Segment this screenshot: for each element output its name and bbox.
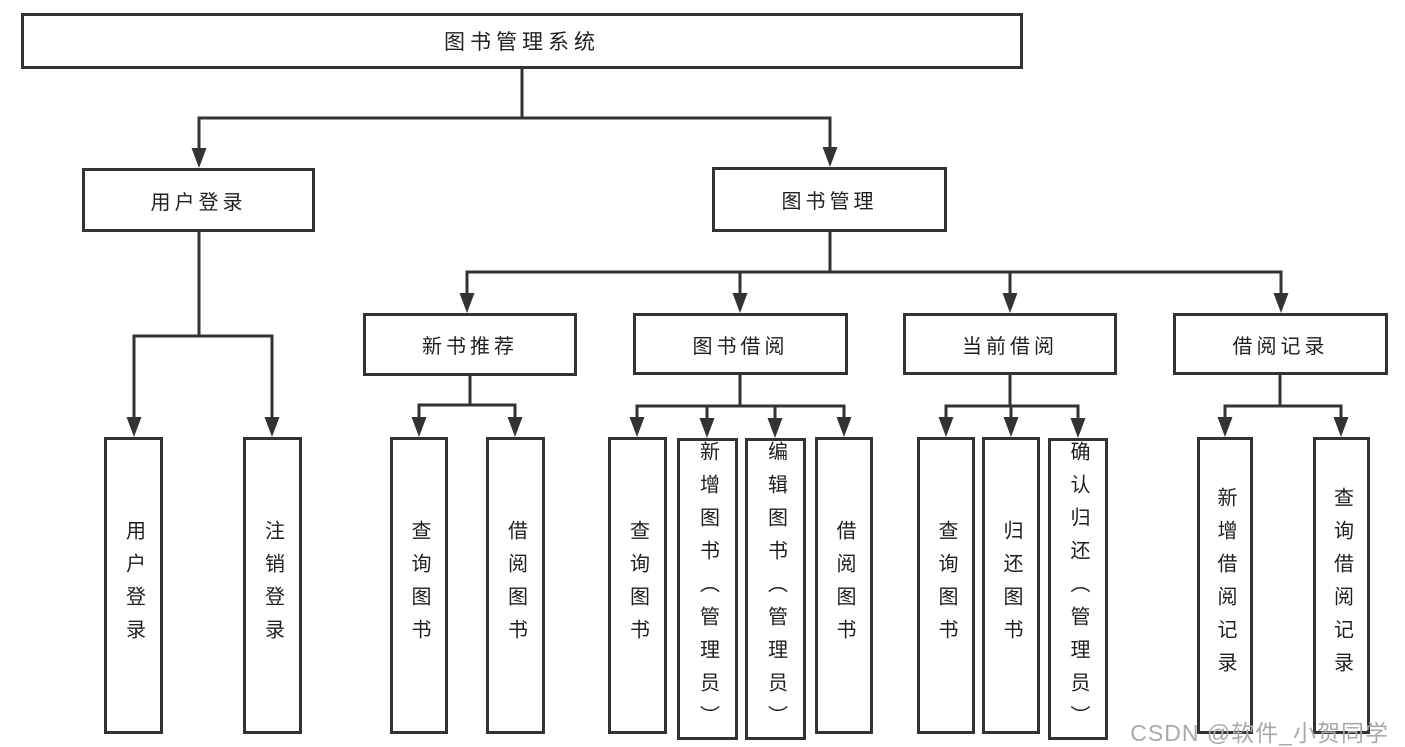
- connector-book-mgmt: [465, 232, 1283, 295]
- node-book-borrowing-label: 图书借阅: [692, 335, 789, 358]
- leaf-query-books-2-label: 查询图书: [626, 519, 649, 652]
- node-root-label: 图书管理系统: [444, 31, 600, 54]
- connector-book-borrow: [635, 375, 846, 420]
- leaf-query-books-1-label: 查询图书: [408, 519, 430, 652]
- leaf-edit-books-admin-label: 编辑图书（管理员）: [764, 441, 787, 738]
- leaf-query-books-3: 查询图书: [917, 437, 975, 734]
- node-book-management-label: 图书管理: [781, 191, 878, 213]
- leaf-query-borrow-record-label: 查询借阅记录: [1330, 486, 1353, 685]
- leaf-query-books-3-label: 查询图书: [935, 519, 957, 652]
- leaf-add-borrow-record: 新增借阅记录: [1197, 437, 1253, 734]
- leaf-borrow-books-1-label: 借阅图书: [504, 519, 527, 652]
- node-user-login-label: 用户登录: [150, 191, 247, 214]
- connector-borrow-record: [1223, 375, 1343, 419]
- connector-new-book: [417, 376, 517, 419]
- connector-current-borrow: [944, 375, 1080, 420]
- csdn-watermark: CSDN @软件_小贺同学: [1130, 720, 1389, 746]
- leaf-user-login-label: 用户登录: [122, 519, 145, 652]
- node-borrow-records-label: 借阅记录: [1232, 335, 1329, 358]
- leaf-edit-books-admin: 编辑图书（管理员）: [745, 438, 806, 740]
- node-new-book-recommend-label: 新书推荐: [422, 336, 518, 358]
- leaf-add-borrow-record-label: 新增借阅记录: [1214, 486, 1236, 685]
- node-book-borrowing: 图书借阅: [633, 313, 848, 375]
- node-current-borrowing: 当前借阅: [903, 313, 1117, 375]
- leaf-logout-label: 注销登录: [261, 519, 284, 652]
- leaf-add-books-admin-label: 新增图书（管理员）: [696, 441, 719, 738]
- leaf-borrow-books-2-label: 借阅图书: [833, 519, 855, 652]
- node-user-login: 用户登录: [82, 168, 315, 232]
- leaf-add-books-admin: 新增图书（管理员）: [677, 438, 738, 740]
- leaf-query-borrow-record: 查询借阅记录: [1313, 437, 1370, 734]
- leaf-return-books-label: 归还图书: [1000, 519, 1022, 652]
- node-book-management: 图书管理: [712, 167, 947, 232]
- leaf-query-books-2: 查询图书: [608, 437, 667, 734]
- leaf-logout: 注销登录: [243, 437, 302, 734]
- leaf-confirm-return-admin: 确认归还（管理员）: [1048, 438, 1108, 740]
- node-new-book-recommend: 新书推荐: [363, 313, 577, 376]
- leaf-query-books-1: 查询图书: [390, 437, 448, 734]
- leaf-user-login: 用户登录: [104, 437, 163, 734]
- node-root-system: 图书管理系统: [21, 13, 1023, 69]
- leaf-borrow-books-1: 借阅图书: [486, 437, 545, 734]
- leaf-borrow-books-2: 借阅图书: [815, 437, 873, 734]
- connector-user-login: [132, 232, 274, 419]
- leaf-return-books: 归还图书: [982, 437, 1040, 734]
- node-current-borrowing-label: 当前借阅: [962, 335, 1058, 358]
- leaf-confirm-return-admin-label: 确认归还（管理员）: [1067, 441, 1089, 738]
- connector-root-to-level2: [197, 69, 832, 150]
- node-borrow-records: 借阅记录: [1173, 313, 1388, 375]
